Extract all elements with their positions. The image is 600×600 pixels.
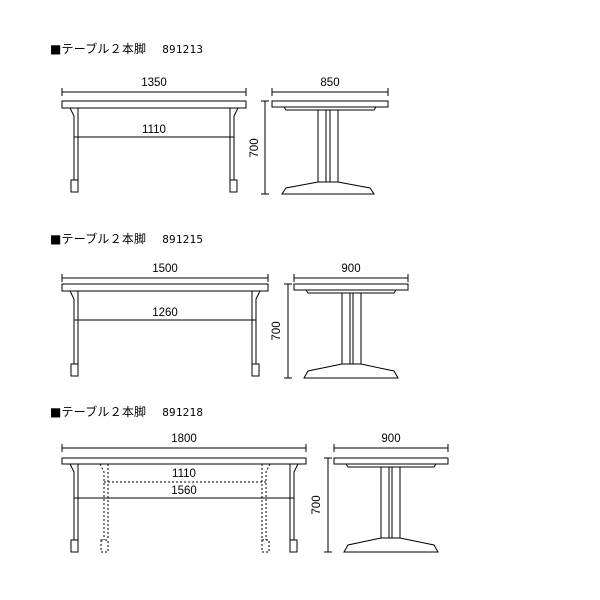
front-view-891215: 1500 1260 (61, 263, 269, 377)
depth-label: 900 (381, 433, 400, 445)
tabletop-side (271, 100, 389, 108)
right-foot (289, 539, 298, 553)
left-foot (70, 363, 79, 377)
column-right (352, 292, 362, 366)
title-text: ■テーブル２本脚 (50, 405, 147, 419)
depth-label: 900 (341, 263, 360, 275)
right-leg (233, 107, 239, 180)
column-left (341, 292, 351, 366)
section-title-891215: ■テーブル２本脚 891215 (50, 230, 203, 247)
alt-legs-dashed (99, 463, 271, 553)
side-view-891218: 900 700 (311, 433, 449, 553)
right-leg (293, 463, 299, 540)
depth-label: 850 (320, 77, 339, 89)
tabletop-side (333, 457, 449, 465)
alt-right-foot (261, 539, 270, 553)
product-code: 891215 (162, 233, 204, 246)
tabletop (61, 457, 307, 465)
left-leg (69, 107, 75, 180)
side-view-891213: 850 700 (249, 77, 389, 195)
inner-label: 1110 (142, 124, 166, 136)
column-left (317, 109, 327, 185)
product-code: 891213 (162, 43, 204, 56)
title-text: ■テーブル２本脚 (50, 42, 147, 56)
left-leg (69, 290, 75, 364)
base-foot (343, 537, 439, 553)
side-view-891215: 900 700 (271, 263, 409, 379)
apron (305, 289, 397, 294)
alt-left-foot (100, 539, 109, 553)
right-foot (229, 179, 238, 193)
base-foot (303, 363, 399, 379)
height-label: 700 (271, 321, 283, 340)
column-right (329, 109, 339, 185)
height-label: 700 (311, 495, 323, 514)
alt-right-leg (265, 463, 271, 540)
left-leg (69, 463, 75, 540)
left-foot (70, 539, 79, 553)
base-foot (281, 181, 375, 195)
width-label: 1800 (171, 433, 197, 445)
inner-label: 1110 (172, 468, 196, 480)
section-title-891213: ■テーブル２本脚 891213 (50, 40, 203, 57)
tabletop (61, 283, 269, 292)
left-foot (70, 179, 79, 193)
apron (345, 463, 437, 468)
height-label: 700 (249, 138, 261, 157)
section-title-891218: ■テーブル２本脚 891218 (50, 403, 203, 420)
column-right (391, 466, 401, 540)
front-view-891218: 1800 1110 1560 (61, 433, 307, 553)
title-text: ■テーブル２本脚 (50, 232, 147, 246)
alt-left-leg (99, 463, 105, 540)
inner2-label: 1560 (171, 485, 197, 497)
right-leg (255, 290, 261, 364)
width-label: 1350 (141, 77, 167, 89)
tabletop-side (293, 283, 409, 291)
inner-label: 1260 (152, 307, 178, 319)
column-left (380, 466, 390, 540)
right-foot (251, 363, 260, 377)
width-label: 1500 (152, 263, 178, 275)
tabletop (61, 100, 247, 109)
front-view-891213: 1350 1110 (61, 77, 247, 193)
product-code: 891218 (162, 406, 204, 419)
